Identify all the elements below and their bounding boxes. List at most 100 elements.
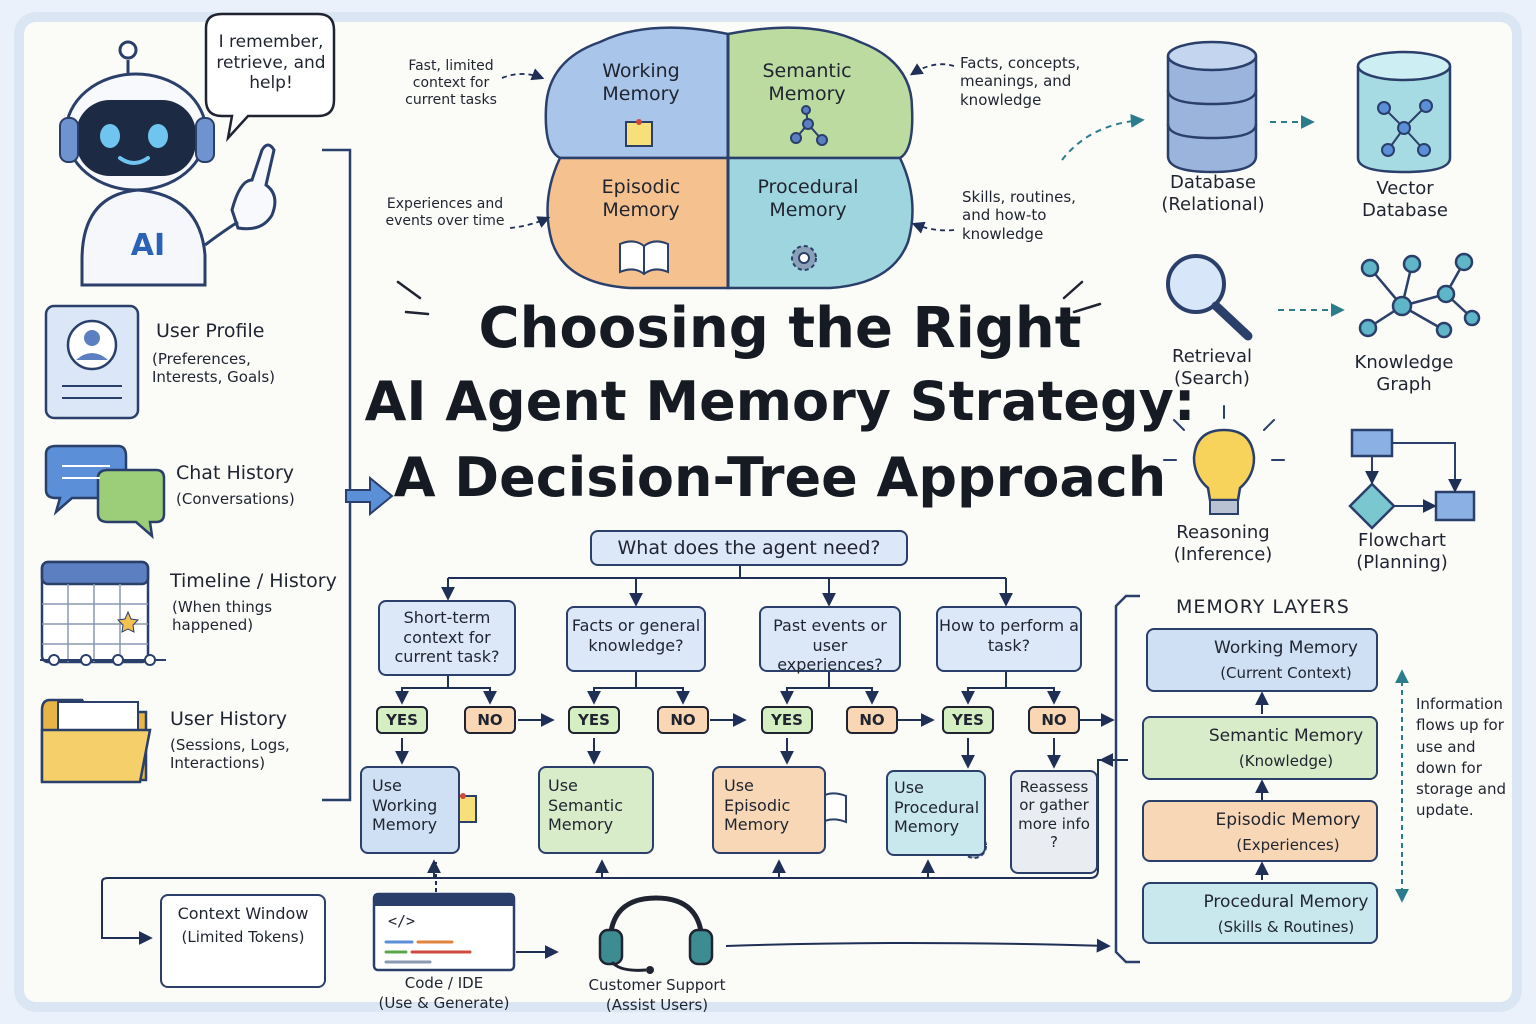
layer-procedural-sub: (Skills & Routines) xyxy=(1217,918,1355,936)
left-bracket xyxy=(322,148,352,802)
layer-semantic-sub: (Knowledge) xyxy=(1238,752,1334,770)
note-semantic: Facts, concepts, meanings, and knowledge xyxy=(960,54,1081,109)
magnifier-icon xyxy=(1166,254,1253,341)
reasoning-label: Reasoning (Inference) xyxy=(1173,522,1273,565)
question-facts-text: Facts or general knowledge? xyxy=(571,616,701,655)
layer-procedural-title: Procedural Memory xyxy=(1203,892,1369,912)
database-label: Database (Relational) xyxy=(1161,172,1265,215)
folder-icon xyxy=(40,698,152,784)
calendar-icon xyxy=(40,560,166,666)
lightbulb-icon xyxy=(1163,405,1285,515)
result-reassess-text: Reassess or gather more info ? xyxy=(1018,778,1090,851)
code-ide-sub: (Use & Generate) xyxy=(378,994,510,1012)
result-working-memory-text: Use Working Memory xyxy=(372,776,438,835)
note-working: Fast, limited context for current tasks xyxy=(405,58,497,109)
context-window-title: Context Window xyxy=(177,904,309,923)
layer-episodic-title: Episodic Memory xyxy=(1215,810,1361,830)
question-short-term-text: Short-term context for current task? xyxy=(394,608,500,667)
code-symbol: </> xyxy=(388,912,416,930)
user-profile-icon xyxy=(44,304,140,420)
question-short-term: Short-term context for current task? xyxy=(378,600,516,676)
sticky-note-icon xyxy=(625,119,653,147)
yes-pill-2: YES xyxy=(568,706,620,734)
brain-procedural-memory: Procedural Memory xyxy=(757,176,859,222)
flowchart-label: Flowchart (Planning) xyxy=(1356,530,1448,573)
result-semantic-memory-text: Use Semantic Memory xyxy=(548,776,624,835)
brain-working-memory: Working Memory xyxy=(602,60,680,106)
layer-procedural: Procedural Memory (Skills & Routines) xyxy=(1142,882,1378,944)
result-episodic-memory: Use Episodic Memory xyxy=(712,766,826,854)
brain-semantic-memory: Semantic Memory xyxy=(762,60,852,106)
context-window-sub: (Limited Tokens) xyxy=(181,928,305,946)
chat-bubbles-icon xyxy=(44,444,166,540)
yes-pill-1: YES xyxy=(376,706,428,734)
flowchart-icon xyxy=(1348,428,1476,530)
layer-working-title: Working Memory xyxy=(1214,638,1358,658)
user-profile-title: User Profile xyxy=(156,320,265,342)
brain-icon xyxy=(544,26,914,290)
knowledge-graph-label: Knowledge Graph xyxy=(1354,352,1454,395)
customer-support-title: Customer Support xyxy=(588,976,726,994)
layers-flow-note: Information flows up for use and down fo… xyxy=(1416,695,1506,820)
layer-semantic: Semantic Memory (Knowledge) xyxy=(1142,716,1378,780)
note-procedural: Skills, routines, and how-to knowledge xyxy=(962,188,1076,243)
question-past-events-text: Past events or user experiences? xyxy=(773,616,887,675)
user-history-title: User History xyxy=(170,708,287,730)
timeline-title: Timeline / History xyxy=(170,570,337,592)
layer-semantic-title: Semantic Memory xyxy=(1208,726,1364,746)
yes-pill-3: YES xyxy=(761,706,813,734)
note-episodic: Experiences and events over time xyxy=(385,196,505,230)
layer-episodic-sub: (Experiences) xyxy=(1236,836,1340,854)
chat-history-title: Chat History xyxy=(176,462,295,484)
gear-icon xyxy=(791,245,817,271)
no-pill-4: NO xyxy=(1028,706,1080,734)
result-episodic-memory-text: Use Episodic Memory xyxy=(724,776,791,835)
chat-history-sub: (Conversations) xyxy=(176,490,295,508)
open-book-icon xyxy=(619,240,669,276)
layer-working: Working Memory (Current Context) xyxy=(1146,628,1378,692)
question-how-to: How to perform a task? xyxy=(936,606,1082,672)
customer-support-sub: (Assist Users) xyxy=(605,996,709,1014)
no-pill-3: NO xyxy=(846,706,898,734)
timeline-sub: (When things happened) xyxy=(172,598,273,635)
title-line-2: AI Agent Memory Strategy: xyxy=(364,370,1196,433)
no-pill-1: NO xyxy=(464,706,516,734)
result-procedural-memory: Use Procedural Memory xyxy=(886,770,986,856)
yes-pill-4: YES xyxy=(942,706,994,734)
result-reassess: Reassess or gather more info ? xyxy=(1010,770,1098,874)
tree-root-question: What does the agent need? xyxy=(590,530,908,566)
user-profile-sub: (Preferences, Interests, Goals) xyxy=(152,350,275,387)
layers-bracket xyxy=(1114,594,1140,964)
headset-icon xyxy=(598,895,714,974)
result-working-memory: Use Working Memory xyxy=(360,766,460,854)
brain-episodic-memory: Episodic Memory xyxy=(601,176,681,222)
speech-text: I remember, retrieve, and help! xyxy=(216,32,326,94)
code-window-icon xyxy=(372,892,516,972)
layers-heading: MEMORY LAYERS xyxy=(1176,596,1350,618)
vector-database-icon xyxy=(1356,50,1452,174)
tree-root-text: What does the agent need? xyxy=(617,537,881,559)
vector-database-label: Vector Database xyxy=(1362,178,1448,221)
question-facts: Facts or general knowledge? xyxy=(566,606,706,672)
robot-chest-label: AI xyxy=(130,228,166,263)
question-past-events: Past events or user experiences? xyxy=(759,606,901,675)
no-pill-2: NO xyxy=(657,706,709,734)
result-semantic-memory: Use Semantic Memory xyxy=(538,766,654,854)
title-line-1: Choosing the Right xyxy=(478,296,1082,361)
code-ide-title: Code / IDE xyxy=(404,974,484,992)
retrieval-label: Retrieval (Search) xyxy=(1172,346,1252,389)
speech-bubble xyxy=(204,12,336,143)
title-line-3: A Decision-Tree Approach xyxy=(393,446,1167,509)
network-icon xyxy=(790,105,828,146)
context-window-box: Context Window (Limited Tokens) xyxy=(160,894,326,988)
robot-icon xyxy=(59,40,277,287)
result-procedural-memory-text: Use Procedural Memory xyxy=(894,778,980,837)
question-how-to-text: How to perform a task? xyxy=(939,616,1079,655)
user-history-sub: (Sessions, Logs, Interactions) xyxy=(170,736,290,773)
left-to-title-arrow xyxy=(345,475,394,517)
layer-working-sub: (Current Context) xyxy=(1220,664,1352,682)
layer-episodic: Episodic Memory (Experiences) xyxy=(1142,800,1378,862)
database-icon xyxy=(1166,40,1258,174)
